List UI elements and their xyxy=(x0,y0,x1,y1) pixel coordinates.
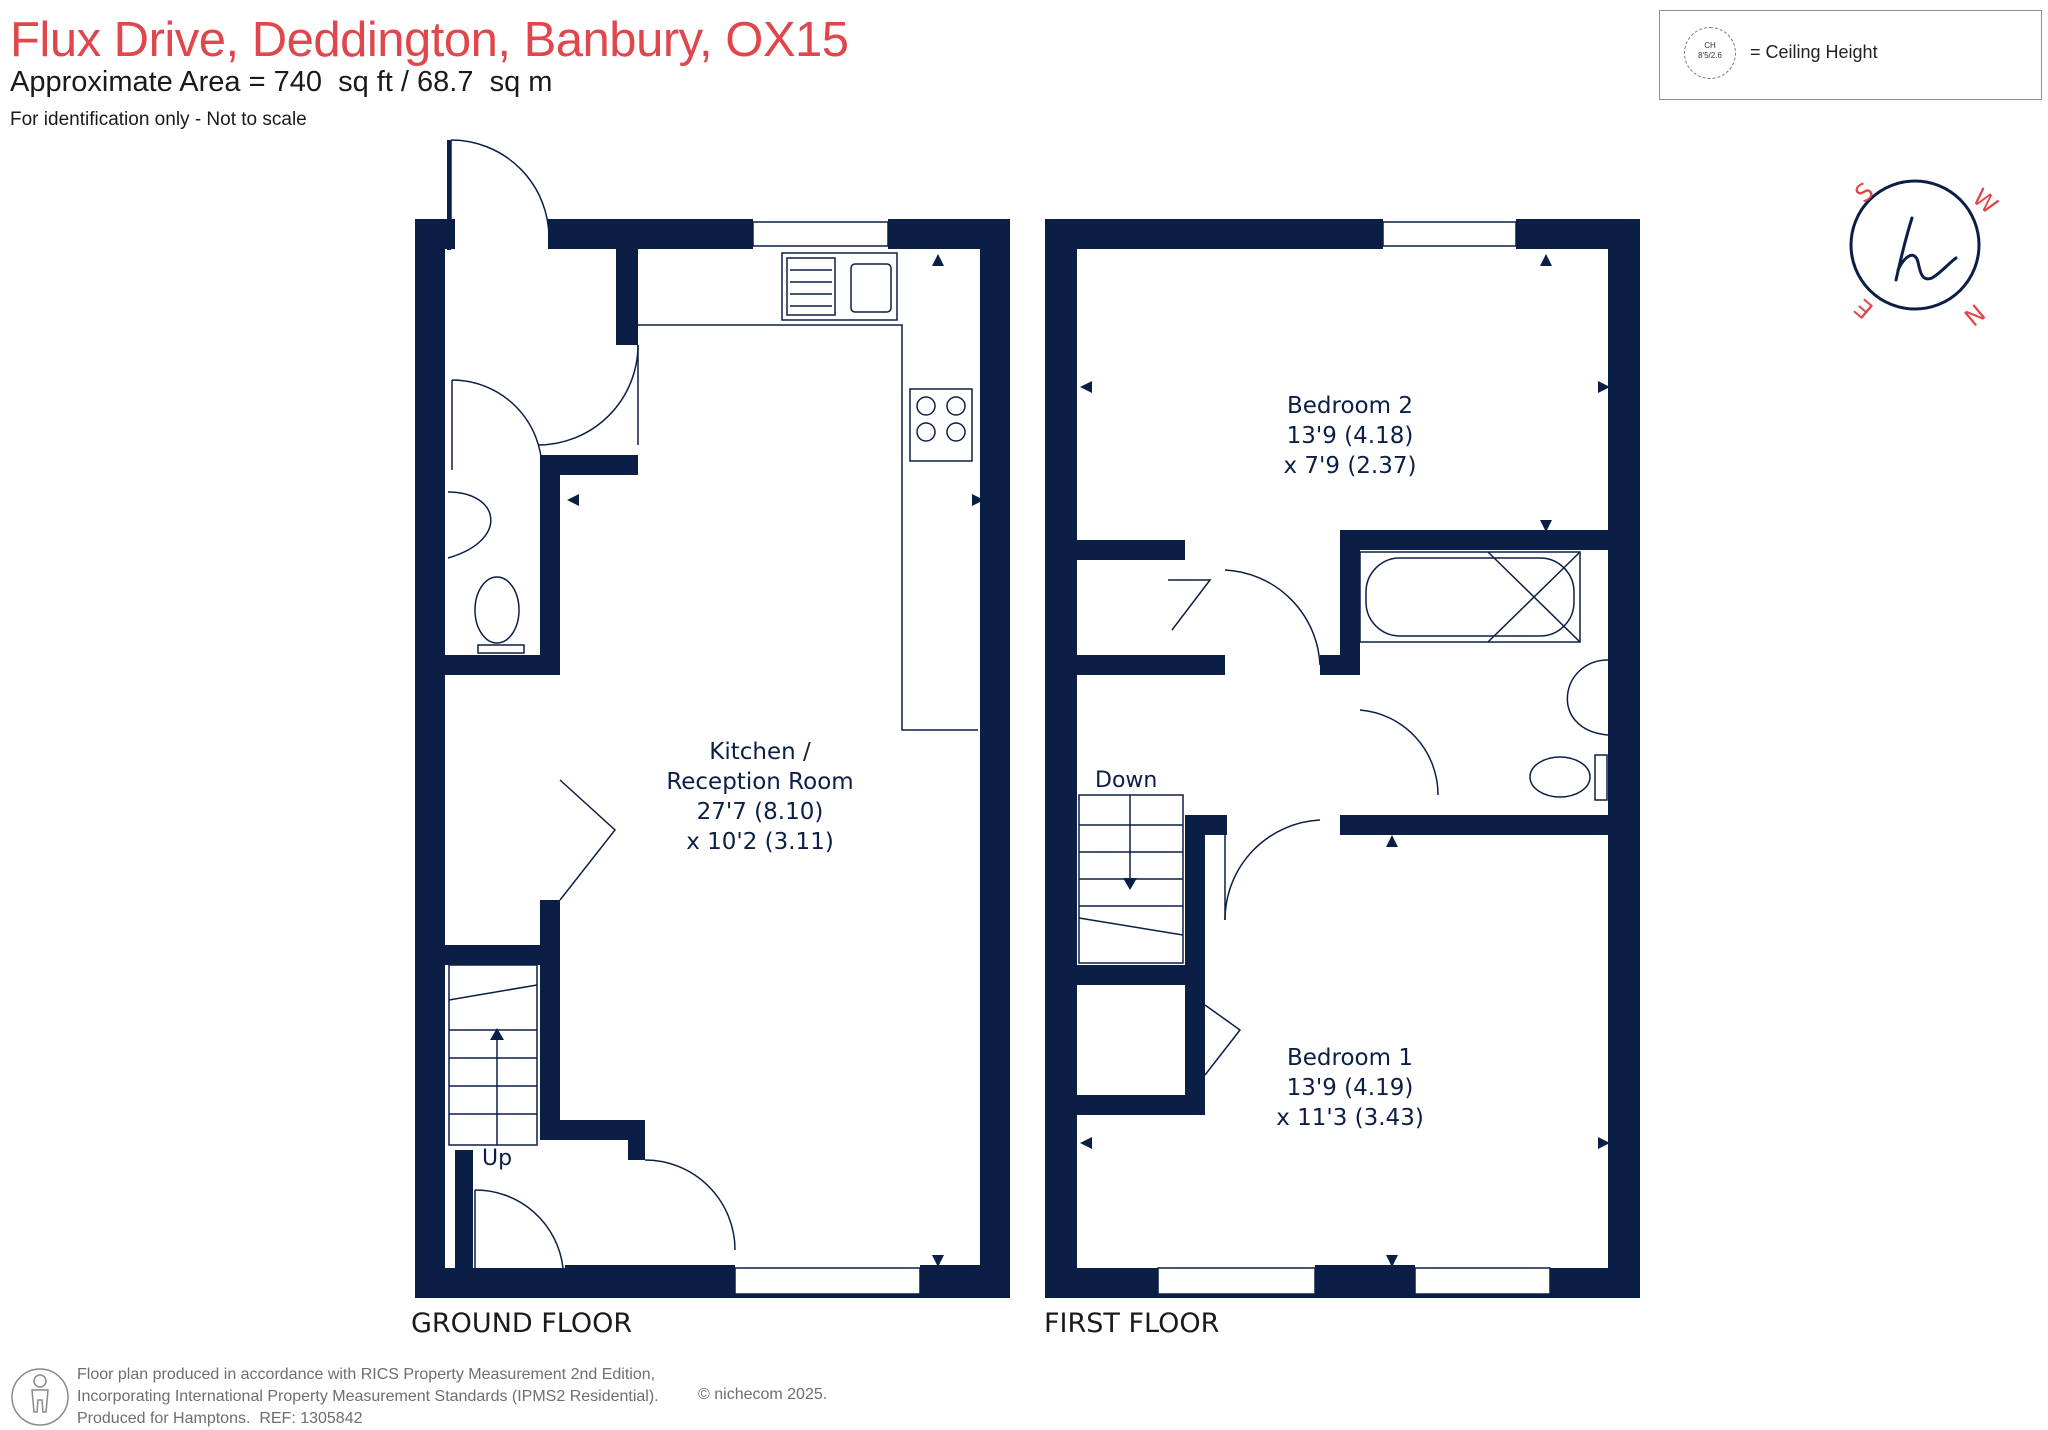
first-windows xyxy=(1157,221,1551,1295)
stairs-down-label: Down xyxy=(1095,768,1158,793)
person-scale-icon xyxy=(11,1368,69,1426)
first-fixtures xyxy=(1078,551,1609,1076)
room-name: Kitchen / xyxy=(709,739,811,765)
room-dim-1: 27'7 (8.10) xyxy=(696,799,824,825)
compass-e: E xyxy=(1849,293,1879,324)
ground-floor-label: GROUND FLOOR xyxy=(411,1308,633,1339)
room-dim-1: 13'9 (4.19) xyxy=(1286,1075,1414,1101)
footer-line-2: Incorporating International Property Mea… xyxy=(77,1388,659,1405)
footer-line-1: Floor plan produced in accordance with R… xyxy=(77,1366,656,1383)
copyright: © nichecom 2025. xyxy=(698,1386,828,1403)
ch-abbrev: CH xyxy=(1704,41,1716,50)
footer-ref: REF: 1305842 xyxy=(259,1410,363,1427)
property-title: Flux Drive, Deddington, Banbury, OX15 xyxy=(10,13,849,67)
ceiling-height-legend xyxy=(1659,10,2042,100)
ch-example: 8'5/2.6 xyxy=(1698,51,1722,60)
measure-arrows xyxy=(567,254,1610,1267)
footer-line-3: Produced for Hamptons. REF: 1305842 xyxy=(77,1410,363,1427)
stairs-up-label: Up xyxy=(482,1146,513,1171)
footer-notes: Floor plan produced in accordance with R… xyxy=(77,1364,659,1430)
room-bedroom-2: Bedroom 2 13'9 (4.18) x 7'9 (2.37) xyxy=(1230,391,1470,481)
first-floor-label: FIRST FLOOR xyxy=(1044,1308,1220,1339)
room-kitchen-reception: Kitchen / Reception Room 27'7 (8.10) x 1… xyxy=(620,737,900,857)
compass-logo-icon: S W E N xyxy=(1849,177,2003,331)
ceiling-height-label: = Ceiling Height xyxy=(1750,42,1878,62)
up-arrow-icon xyxy=(490,1028,504,1040)
compass-n: N xyxy=(1958,298,1990,331)
room-name-cont: Reception Room xyxy=(666,769,854,795)
compass-s: S xyxy=(1850,177,1880,208)
ground-windows xyxy=(734,221,921,1295)
room-dim-1: 13'9 (4.18) xyxy=(1286,423,1414,449)
room-dim-2: x 7'9 (2.37) xyxy=(1283,453,1417,479)
down-arrow-icon xyxy=(1123,878,1137,890)
first-floor-plan xyxy=(1045,219,1640,1298)
ceiling-height-marker-icon: CH 8'5/2.6 xyxy=(1684,27,1736,79)
ground-fixtures xyxy=(447,139,978,1269)
room-name: Bedroom 2 xyxy=(1287,393,1413,419)
room-dim-2: x 10'2 (3.11) xyxy=(686,829,834,855)
room-name: Bedroom 1 xyxy=(1287,1045,1413,1071)
ground-floor-plan xyxy=(415,140,1010,1298)
room-bedroom-1: Bedroom 1 13'9 (4.19) x 11'3 (3.43) xyxy=(1230,1043,1470,1133)
disclaimer-note: For identification only - Not to scale xyxy=(10,109,307,130)
approximate-area: Approximate Area = 740 sq ft / 68.7 sq m xyxy=(10,66,553,98)
room-dim-2: x 11'3 (3.43) xyxy=(1276,1105,1424,1131)
